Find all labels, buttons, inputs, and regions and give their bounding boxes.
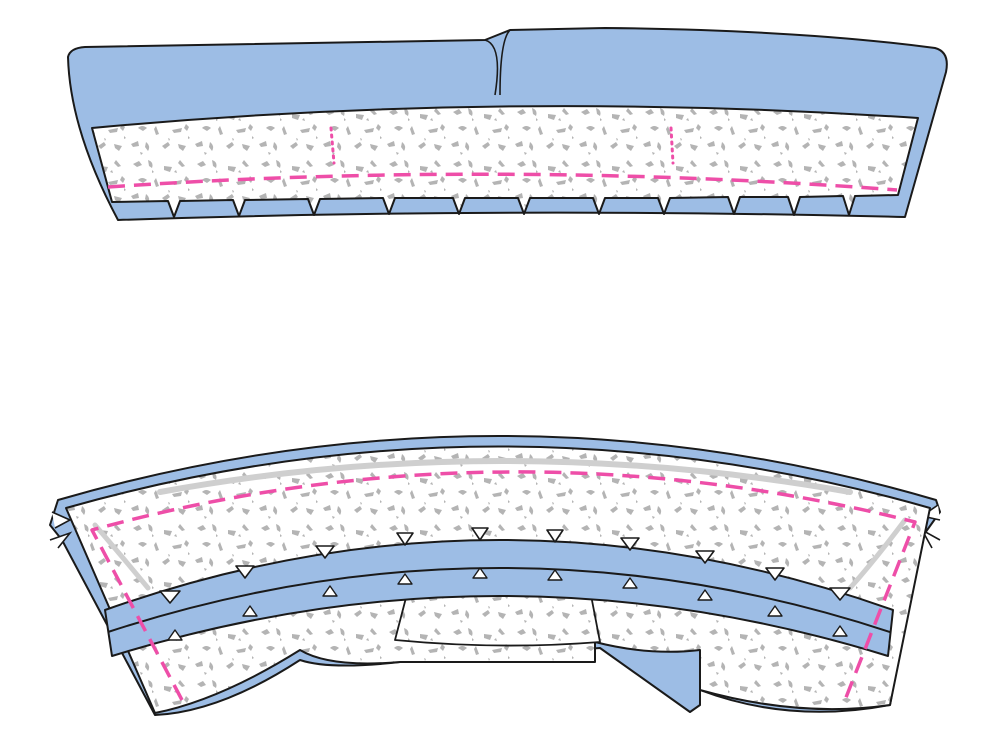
bottom-corner-notches-left [49, 511, 73, 549]
top-band-panel [67, 27, 948, 221]
facing-arc-notches-lower [167, 567, 848, 641]
top-stitch-line [107, 172, 898, 192]
facing-arc-outer [104, 539, 894, 657]
bottom-fold-shadow [157, 458, 853, 495]
bottom-band-panel [49, 435, 941, 716]
top-dot-mark-left [329, 126, 336, 165]
bottom-fold-shadow-right [847, 517, 908, 591]
bottom-fold-shadow-left [92, 522, 151, 591]
facing-arc-notches-upper [159, 527, 851, 604]
top-overlap-fold [484, 29, 511, 96]
top-dot-mark-right [669, 126, 675, 165]
bottom-stitch-line [90, 470, 917, 701]
bottom-center-tab [394, 589, 601, 647]
facing-arc-midline [107, 567, 891, 633]
top-interfacing [91, 105, 919, 218]
bottom-clipped-facing-arc [104, 527, 894, 657]
